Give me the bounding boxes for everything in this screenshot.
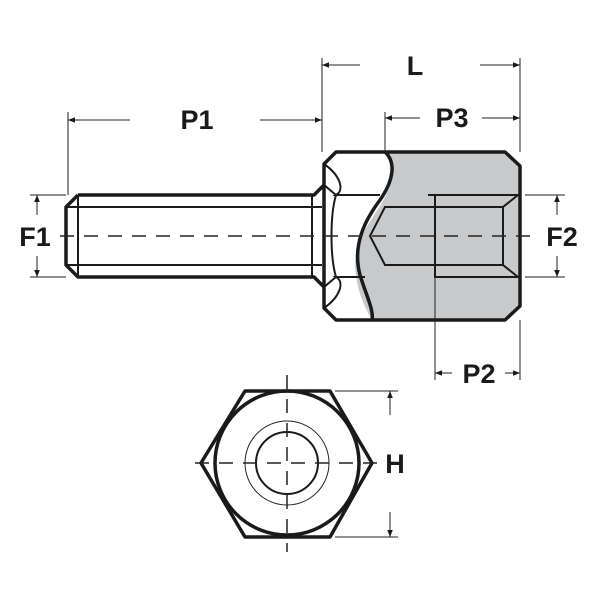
break-line — [355, 150, 394, 321]
dim-label-f1: F1 — [19, 222, 51, 252]
dim-label-p3: P3 — [435, 103, 468, 133]
end-view — [195, 375, 380, 552]
dim-label-p1: P1 — [180, 105, 213, 135]
chamfer-circle — [213, 389, 361, 537]
side-view — [60, 150, 535, 322]
small-bore — [368, 206, 436, 266]
dim-label-p2: P2 — [462, 359, 495, 389]
threaded-stud — [64, 183, 326, 289]
extension-lines — [30, 58, 565, 538]
dim-label-h: H — [385, 449, 405, 479]
dim-label-l: L — [407, 51, 424, 81]
dim-label-f2: F2 — [546, 222, 578, 252]
dimension-lines — [34, 62, 560, 537]
